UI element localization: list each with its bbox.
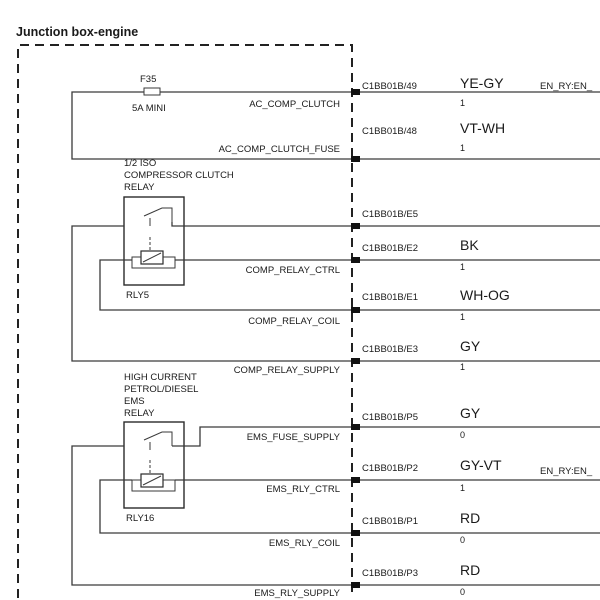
wire-size: 1 [460,362,465,372]
pin-label: C1BB01B/49 [362,81,417,92]
relay2-switch [143,431,173,450]
wire-size: 0 [460,535,465,545]
connector-terminals [351,89,360,588]
signal-label: EMS_RLY_SUPPLY [254,588,340,599]
wire-color: BK [460,237,479,253]
wire-ac-comp-clutch-fuse [71,138,355,160]
relay1-desc-3: RELAY [124,182,155,193]
pin-label: C1BB01B/48 [362,126,417,137]
pin-label: C1BB01B/E1 [362,292,418,303]
wire-e5 [171,222,355,227]
relay1-id: RLY5 [126,290,149,301]
relay1-desc-1: 1/2 ISO [124,158,156,169]
wire-size: 1 [460,143,465,153]
wire-fuse-in [71,91,144,138]
external-wires [358,91,600,586]
relay1-box [123,196,185,286]
wire-ems-rly-supply [71,445,355,586]
signal-label: COMP_RELAY_CTRL [246,265,340,276]
signal-label: AC_COMP_CLUTCH [249,99,340,110]
wire-color: GY [460,405,481,421]
wire-size: 1 [460,483,465,493]
wire-color: YE-GY [460,75,504,91]
pin-label: C1BB01B/P1 [362,516,418,527]
pin-label: C1BB01B/P2 [362,463,418,474]
destination-label: EN_RY:EN_ [540,81,593,92]
wire-color: RD [460,562,480,578]
wire-size: 0 [460,587,465,597]
wire-color: RD [460,510,480,526]
wire-comp-relay-coil [99,259,355,311]
junction-box-border [17,44,353,598]
relay2-desc-3: EMS [124,396,145,407]
signal-label: AC_COMP_CLUTCH_FUSE [219,144,340,155]
relay1-switch [143,207,173,226]
wire-color: GY [460,338,481,354]
fuse-symbol [143,87,161,96]
pin-label: C1BB01B/E2 [362,243,418,254]
signal-label: EMS_RLY_CTRL [266,484,340,495]
pin-label: C1BB01B/E5 [362,209,418,220]
wire-ems-rly-coil [99,479,355,534]
wire-size: 1 [460,312,465,322]
wire-color: VT-WH [460,120,505,136]
wire-color: GY-VT [460,457,502,473]
signal-label: EMS_RLY_COIL [269,538,340,549]
pin-label: C1BB01B/P3 [362,568,418,579]
wire-color: WH-OG [460,287,510,303]
pin-label: C1BB01B/E3 [362,344,418,355]
fuse-rating: 5A MINI [132,103,166,114]
relay2-desc-4: RELAY [124,408,155,419]
signal-label: COMP_RELAY_SUPPLY [234,365,341,376]
relay2-box [123,421,185,509]
wire-size: 0 [460,430,465,440]
wire-ems-fuse-supply [172,426,355,447]
signal-label: COMP_RELAY_COIL [248,316,340,327]
fuse-id: F35 [140,74,156,85]
relay1-desc-2: COMPRESSOR CLUTCH [124,170,234,181]
wire-comp-relay-supply [71,225,355,362]
relay2-id: RLY16 [126,513,154,524]
relay2-desc-1: HIGH CURRENT [124,372,197,383]
signal-label: EMS_FUSE_SUPPLY [247,432,341,443]
destination-label: EN_RY:EN_ [540,466,593,477]
pin-label: C1BB01B/P5 [362,412,418,423]
wire-size: 1 [460,262,465,272]
wire-size: 1 [460,98,465,108]
diagram-title: Junction box-engine [16,25,138,39]
relay2-desc-2: PETROL/DIESEL [124,384,198,395]
